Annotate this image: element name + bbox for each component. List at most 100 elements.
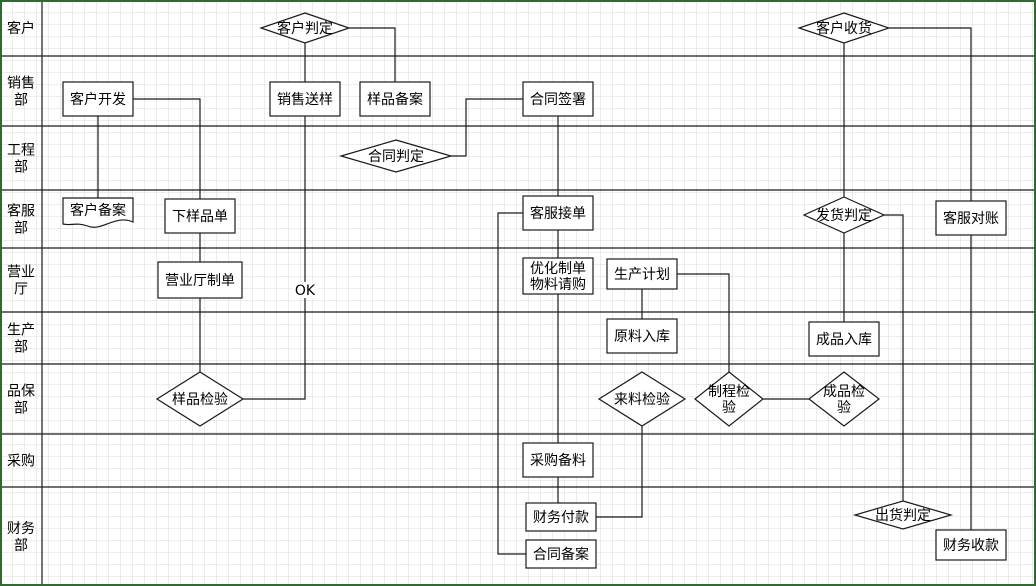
edge-label-ok: OK bbox=[295, 283, 316, 299]
process-box bbox=[522, 257, 594, 295]
node-label: 验 bbox=[837, 400, 851, 416]
node-label: 下样品单 bbox=[172, 209, 228, 225]
node-label: 采购备料 bbox=[530, 452, 586, 469]
node-label: 客户收货 bbox=[816, 20, 872, 37]
connector-line bbox=[349, 27, 396, 82]
node-label: 财务付款 bbox=[533, 510, 589, 526]
node-label: 生产计划 bbox=[614, 267, 670, 283]
node-label: 合同判定 bbox=[368, 149, 424, 165]
process-box bbox=[359, 81, 431, 117]
connector-line bbox=[451, 98, 523, 157]
node-label: 客服对账 bbox=[943, 210, 999, 227]
process-box bbox=[157, 261, 243, 299]
process-box bbox=[525, 502, 597, 532]
node-label: 合同备案 bbox=[533, 546, 589, 563]
node-label: 客户判定 bbox=[277, 20, 333, 37]
decision-diamond bbox=[259, 12, 351, 44]
node-service-reconcile: 客服对账 bbox=[935, 200, 1007, 236]
decision-diamond bbox=[155, 371, 245, 427]
connector-line bbox=[884, 214, 904, 501]
node-label: 发货判定 bbox=[816, 207, 872, 224]
document-shape bbox=[62, 197, 134, 228]
process-box bbox=[935, 529, 1007, 561]
node-label: 制程检 bbox=[708, 384, 750, 400]
lane-label-engineering: 工程 bbox=[7, 143, 35, 159]
node-label: 原料入库 bbox=[614, 329, 670, 345]
process-box bbox=[164, 198, 236, 234]
node-service-order: 客服接单 bbox=[522, 195, 594, 231]
node-contract-record: 合同备案 bbox=[525, 539, 597, 569]
node-label: 出货判定 bbox=[875, 507, 931, 524]
lane-label-quality: 品保 bbox=[7, 384, 35, 400]
process-box bbox=[62, 81, 134, 117]
node-label: 销售送样 bbox=[277, 92, 333, 108]
connector-line bbox=[677, 273, 730, 372]
node-label: 营业厅制单 bbox=[165, 273, 235, 289]
node-label: 合同签署 bbox=[530, 91, 586, 108]
node-label: 客服接单 bbox=[530, 205, 586, 222]
process-box bbox=[935, 200, 1007, 236]
lane-label-purchasing: 采购 bbox=[7, 454, 35, 470]
node-incoming-inspect: 来料检验 bbox=[597, 371, 687, 427]
lane-label-service: 部 bbox=[14, 221, 28, 237]
process-box bbox=[606, 258, 678, 290]
node-label: 成品入库 bbox=[816, 332, 872, 348]
lane-label-production: 部 bbox=[14, 340, 28, 356]
node-customer-record: 客户备案 bbox=[62, 197, 134, 228]
node-finance-pay: 财务付款 bbox=[525, 502, 597, 532]
node-label: 物料请购 bbox=[530, 277, 586, 293]
connector-line bbox=[596, 426, 643, 518]
node-label: 样品检验 bbox=[172, 392, 228, 408]
lane-label-customer: 客户 bbox=[7, 20, 35, 37]
process-box bbox=[808, 321, 880, 357]
node-material-store: 原料入库 bbox=[606, 318, 678, 354]
process-box bbox=[522, 81, 594, 117]
node-contract-judge: 合同判定 bbox=[338, 139, 454, 173]
connector-line bbox=[133, 98, 201, 199]
lane-label-sales: 部 bbox=[14, 93, 28, 109]
node-ship-judge: 发货判定 bbox=[802, 196, 886, 234]
node-label: 客户开发 bbox=[70, 91, 126, 108]
node-product-store: 成品入库 bbox=[808, 321, 880, 357]
decision-diamond bbox=[694, 371, 764, 427]
decision-diamond bbox=[802, 196, 886, 234]
connector-line bbox=[497, 212, 526, 555]
decision-diamond bbox=[808, 371, 880, 427]
process-box bbox=[522, 195, 594, 231]
node-production-plan: 生产计划 bbox=[606, 258, 678, 290]
node-sales-sample-send: 销售送样 bbox=[269, 81, 341, 117]
node-label: 样品备案 bbox=[367, 91, 423, 108]
process-box bbox=[606, 318, 678, 354]
node-label: 客户备案 bbox=[70, 202, 126, 219]
lane-label-business-hall: 厅 bbox=[14, 282, 28, 298]
node-label: 成品检 bbox=[823, 384, 865, 400]
node-customer-judge: 客户判定 bbox=[259, 12, 351, 44]
lane-label-engineering: 部 bbox=[14, 160, 28, 176]
node-contract-sign: 合同签署 bbox=[522, 81, 594, 117]
node-label: 财务收款 bbox=[943, 538, 999, 554]
decision-diamond bbox=[852, 500, 954, 530]
lane-label-business-hall: 营业 bbox=[7, 265, 35, 281]
connector-line bbox=[243, 116, 306, 400]
decision-diamond bbox=[797, 12, 891, 44]
lane-label-quality: 部 bbox=[14, 401, 28, 417]
node-label: 来料检验 bbox=[614, 392, 670, 408]
edge-label-background bbox=[293, 282, 317, 298]
node-delivery-judge: 出货判定 bbox=[852, 500, 954, 530]
node-purchase-prepare: 采购备料 bbox=[522, 442, 594, 478]
lane-label-finance: 财务 bbox=[7, 521, 35, 537]
lane-label-finance: 部 bbox=[14, 538, 28, 554]
connector-labels: OK bbox=[293, 282, 317, 299]
lane-label-service: 客服 bbox=[7, 203, 35, 220]
decision-diamond bbox=[597, 371, 687, 427]
process-box bbox=[522, 442, 594, 478]
lane-label-sales: 销售 bbox=[7, 76, 35, 92]
